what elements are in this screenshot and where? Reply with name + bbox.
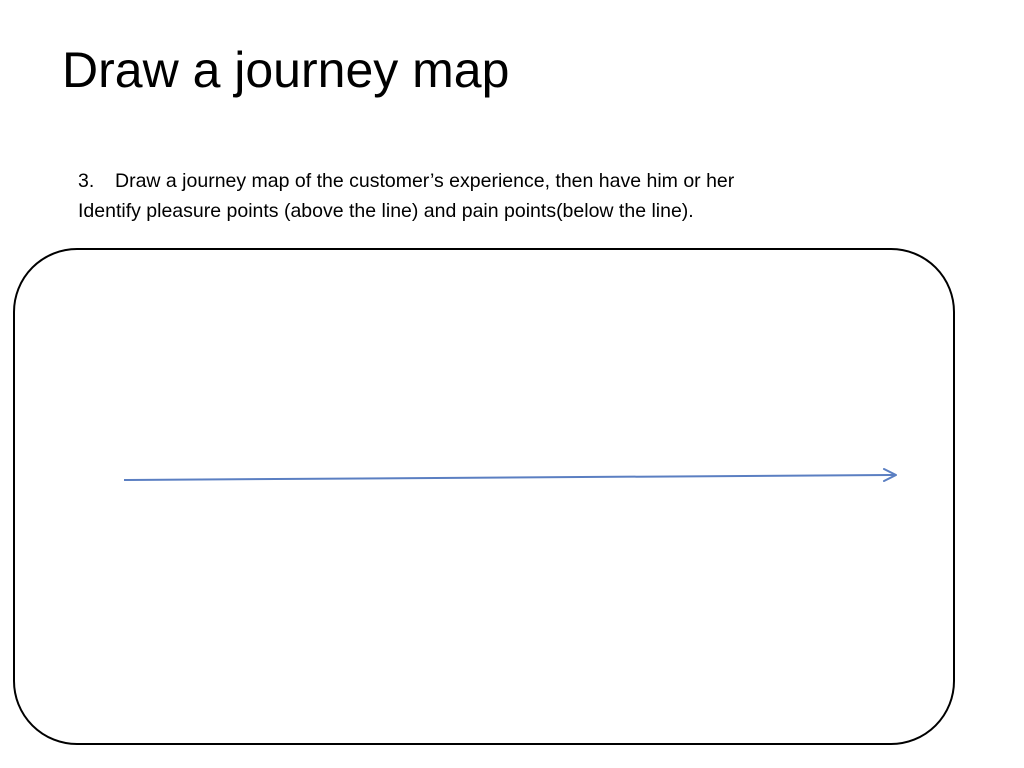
- arrow-right-icon: [883, 468, 897, 482]
- slide-title: Draw a journey map: [62, 42, 510, 98]
- instruction-line-1: Draw a journey map of the customer’s exp…: [115, 170, 735, 192]
- step-number: 3.: [78, 170, 95, 192]
- instruction-text: 3. Draw a journey map of the customer’s e…: [78, 166, 898, 226]
- timeline-line: [123, 474, 897, 481]
- instruction-line-2: Identify pleasure points (above the line…: [78, 200, 694, 222]
- journey-map-frame[interactable]: [13, 248, 955, 745]
